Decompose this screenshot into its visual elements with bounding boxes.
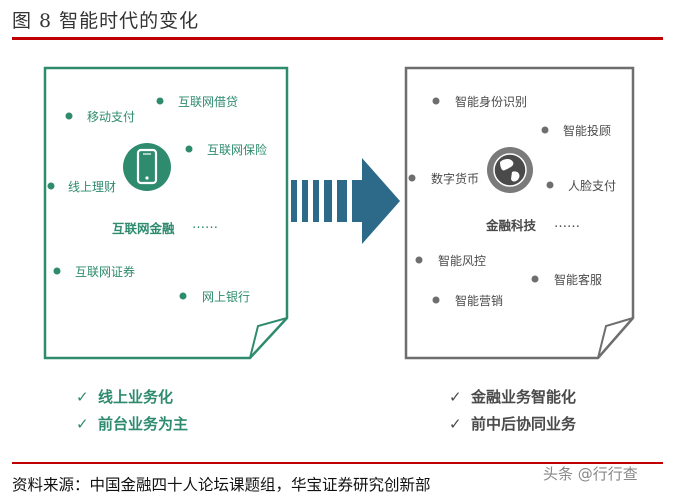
check-icon: ✓	[76, 415, 89, 433]
watermark: 头条 @行行查	[543, 465, 638, 483]
left-item-online-wealth: 线上理财	[68, 180, 117, 194]
left-bullet-dots	[47, 97, 193, 300]
bullet-dot	[53, 267, 61, 275]
bullet-dot	[546, 181, 554, 189]
source-divider	[12, 462, 663, 464]
bullet-dot	[432, 97, 440, 105]
bullet-dot	[541, 126, 549, 134]
right-item-robo-advisor: 智能投顾	[563, 124, 612, 138]
right-item-customer-service: 智能客服	[554, 273, 603, 287]
right-summary-item: ✓金融业务智能化	[449, 384, 576, 411]
left-item-internet-insurance: 互联网保险	[207, 143, 268, 157]
check-icon: ✓	[449, 415, 462, 433]
right-center-label: 金融科技	[486, 218, 537, 233]
bullet-dot	[65, 112, 73, 120]
left-summary-item: ✓线上业务化	[76, 384, 188, 411]
right-item-marketing: 智能营销	[455, 294, 504, 308]
right-item-face-payment: 人脸支付	[568, 179, 617, 193]
bullet-dot	[156, 97, 164, 105]
source-note: 资料来源：中国金融四十人论坛课题组，华宝证券研究创新部	[12, 476, 431, 494]
right-page	[404, 66, 635, 360]
right-summary-list: ✓金融业务智能化 ✓前中后协同业务	[449, 384, 576, 438]
title-divider	[12, 37, 663, 40]
left-summary-item: ✓前台业务为主	[76, 411, 188, 438]
left-item-internet-securities: 互联网证券	[75, 265, 136, 279]
figure-title: 图 8 智能时代的变化	[12, 10, 200, 32]
left-page	[43, 66, 289, 360]
left-center-label: 互联网金融	[112, 221, 175, 236]
bullet-dot	[179, 292, 187, 300]
bullet-dot	[531, 275, 539, 283]
bullet-dot	[408, 174, 416, 182]
bullet-dot	[415, 256, 423, 264]
bullet-dot	[185, 145, 193, 153]
smartphone-icon	[123, 143, 171, 191]
left-item-internet-lending: 互联网借贷	[178, 95, 239, 109]
right-item-identity: 智能身份识别	[455, 95, 528, 109]
left-ellipsis: ……	[192, 217, 218, 232]
check-icon: ✓	[76, 388, 89, 406]
check-icon: ✓	[449, 388, 462, 406]
bullet-dot	[432, 296, 440, 304]
left-summary-list: ✓线上业务化 ✓前台业务为主	[76, 384, 188, 438]
right-summary-item: ✓前中后协同业务	[449, 411, 576, 438]
right-bullet-dots	[408, 97, 554, 304]
globe-icon	[487, 147, 533, 193]
transition-arrow	[291, 158, 400, 244]
right-item-digital-currency: 数字货币	[431, 172, 480, 186]
left-item-online-banking: 网上银行	[202, 290, 251, 304]
left-item-mobile-payment: 移动支付	[87, 110, 136, 124]
right-ellipsis: ……	[554, 216, 580, 231]
right-item-risk-control: 智能风控	[438, 254, 487, 268]
bullet-dot	[47, 182, 55, 190]
